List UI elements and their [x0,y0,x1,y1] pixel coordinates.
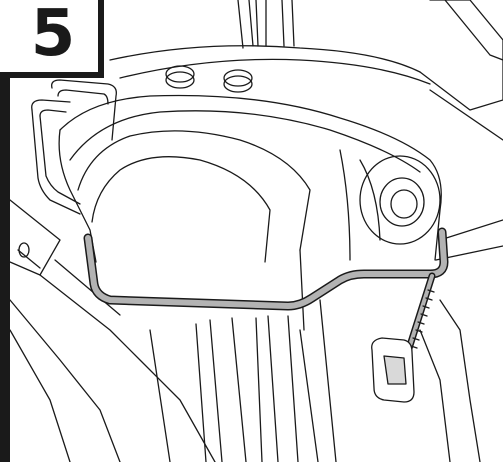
handle-loop [31,79,117,215]
clamp-plate [371,337,415,403]
upper-frame [109,0,503,141]
step-number-box: 5 [0,0,104,78]
top-knobs [165,65,253,93]
base-plate [9,199,216,462]
right-frame [419,219,503,462]
vertical-post [149,299,337,462]
mount-hole-left [18,242,30,258]
step-number: 5 [30,0,76,71]
u-clamp-bracket [83,227,449,311]
pivot-boss [359,155,441,245]
seat-shell [58,94,442,331]
left-margin-bar [0,0,10,462]
